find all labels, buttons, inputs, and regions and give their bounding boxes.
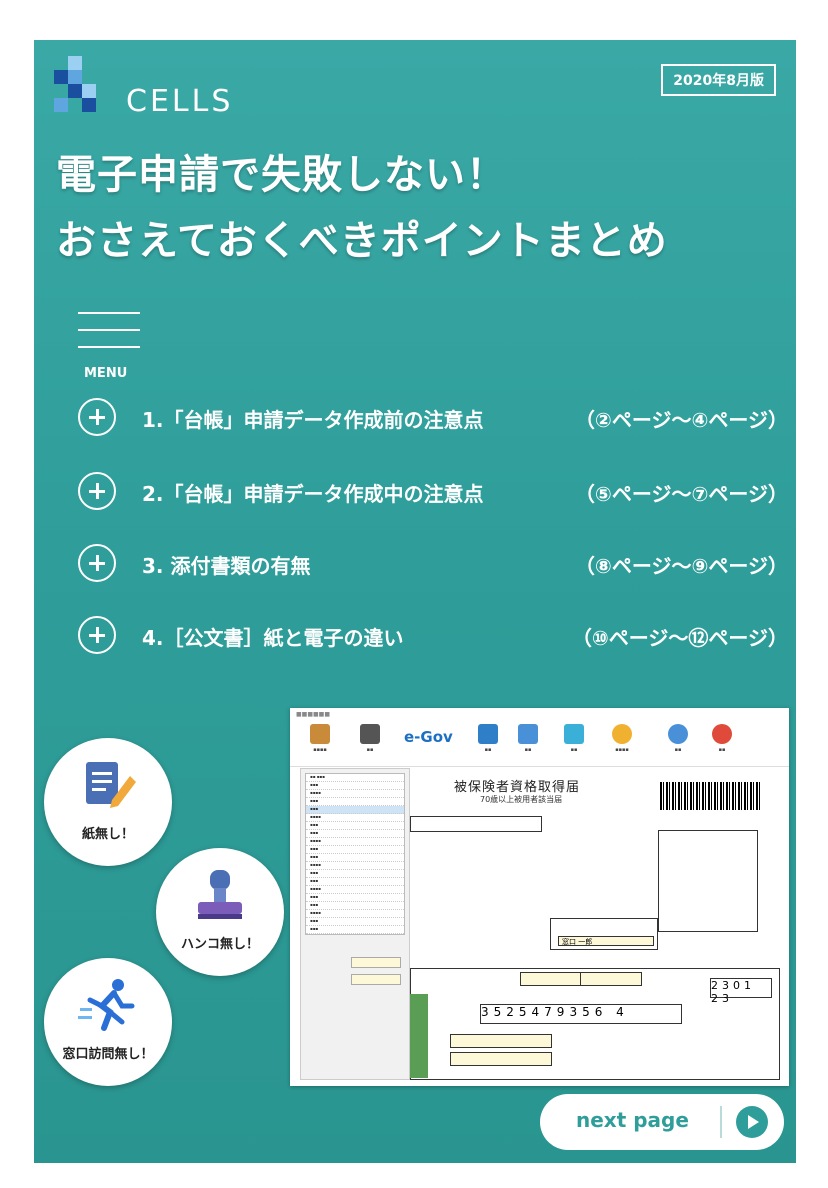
form-cell xyxy=(550,918,658,950)
cells-logo: CELLS xyxy=(48,54,248,124)
form-cell xyxy=(450,1034,552,1048)
form-cell xyxy=(410,816,542,832)
toolbar-button: ▪▪ xyxy=(554,724,594,753)
menu-item-pages: （⑤ページ～⑦ページ） xyxy=(574,482,788,506)
toolbar-button: ▪▪▪▪ xyxy=(602,724,642,753)
menu-item-label: 4.［公文書］紙と電子の違い xyxy=(142,626,404,650)
form-cell xyxy=(580,972,642,986)
menu-item-pages: （⑩ページ～⑫ページ） xyxy=(571,626,788,650)
running-person-icon xyxy=(78,979,135,1031)
menu-item-2[interactable]: 2.「台帳」申請データ作成中の注意点 （⑤ページ～⑦ページ） xyxy=(78,472,788,514)
folder-icon xyxy=(518,724,538,744)
badge-label: 紙無し！ xyxy=(81,827,134,842)
title-line-1: 電子申請で失敗しない！ xyxy=(56,152,507,198)
barcode xyxy=(660,782,760,810)
number-cells: 3525479356 4 xyxy=(480,1004,682,1024)
form-cell xyxy=(520,972,582,986)
menu-item-label: 3. 添付書類の有無 xyxy=(142,554,311,578)
form-title: 被保険者資格取得届 xyxy=(454,780,581,795)
edition-badge: 2020年8月版 xyxy=(661,64,776,96)
name-field: 窓口 一郎 xyxy=(558,936,654,946)
divider xyxy=(720,1106,722,1138)
brand-name: CELLS xyxy=(126,84,234,119)
employee-list: ▪▪ ▪▪▪▪▪▪▪▪▪▪ ▪▪▪▪▪▪▪▪▪▪ ▪▪▪▪▪▪▪▪▪▪ ▪▪▪▪… xyxy=(305,773,405,935)
plus-circle-icon xyxy=(78,398,116,436)
application-screenshot: ■■■■■■ ▪▪▪▪ ▪▪ e-Gov ▪▪ ▪▪ ▪▪ ▪▪▪▪ ▪▪ ▪▪… xyxy=(290,708,789,1086)
plus-circle-icon xyxy=(78,544,116,582)
plus-circle-icon xyxy=(78,616,116,654)
toolbar-button: ▪▪▪▪ xyxy=(300,724,340,753)
document-pencil-icon xyxy=(86,762,136,808)
menu-item-3[interactable]: 3. 添付書類の有無 （⑧ページ～⑨ページ） xyxy=(78,544,788,586)
toolbar-button: ▪▪ xyxy=(350,724,390,753)
folder-edit-icon xyxy=(478,724,498,744)
toolbar: ▪▪▪▪ ▪▪ e-Gov ▪▪ ▪▪ ▪▪ ▪▪▪▪ ▪▪ ▪▪ xyxy=(290,722,789,767)
page-title: 電子申請で失敗しない！ おさえておくべきポイントまとめ xyxy=(56,142,668,274)
menu-item-pages: （⑧ページ～⑨ページ） xyxy=(574,554,788,578)
input-field xyxy=(351,957,401,968)
trash-icon xyxy=(564,724,584,744)
form-cell xyxy=(450,1052,552,1066)
egov-logo: e-Gov xyxy=(404,728,453,746)
insurance-form: 被保険者資格取得届 70歳以上被用者該当届 窓口 一郎 3525479356 4… xyxy=(410,768,780,1083)
window-title: ■■■■■■ xyxy=(296,711,331,718)
date-cells: 2301 23 xyxy=(710,978,772,1005)
next-page-label: next page xyxy=(576,1108,689,1132)
brochure-cover: CELLS 2020年8月版 電子申請で失敗しない！ おさえておくべきポイントま… xyxy=(34,40,796,1163)
input-field xyxy=(351,974,401,985)
menu-label: MENU xyxy=(84,366,128,381)
people-icon xyxy=(310,724,330,744)
form-section-tab xyxy=(410,994,428,1078)
photo-box xyxy=(658,830,758,932)
cells-logo-mark xyxy=(54,56,96,112)
menu-icon xyxy=(78,312,140,363)
form-subtitle: 70歳以上被用者該当届 xyxy=(480,795,563,804)
menu-item-pages: （②ページ～④ページ） xyxy=(574,408,788,432)
badge-label: 窓口訪問無し！ xyxy=(62,1047,154,1062)
toolbar-button: ▪▪ xyxy=(508,724,548,753)
stamp-icon xyxy=(198,870,242,919)
title-line-2: おさえておくべきポイントまとめ xyxy=(56,218,668,264)
badge-label: ハンコ無し！ xyxy=(180,937,259,952)
printer-icon xyxy=(360,724,380,744)
menu-item-4[interactable]: 4.［公文書］紙と電子の違い （⑩ページ～⑫ページ） xyxy=(78,616,788,658)
toolbar-button: ▪▪ xyxy=(702,724,742,753)
badge-no-visit: 窓口訪問無し！ xyxy=(44,958,172,1086)
next-page-button[interactable]: next page xyxy=(540,1094,784,1150)
toolbar-button: ▪▪ xyxy=(658,724,698,753)
menu-item-label: 1.「台帳」申請データ作成前の注意点 xyxy=(142,408,484,432)
play-arrow-icon xyxy=(736,1106,768,1138)
employee-list-pane: ▪▪ ▪▪▪▪▪▪▪▪▪▪ ▪▪▪▪▪▪▪▪▪▪ ▪▪▪▪▪▪▪▪▪▪ ▪▪▪▪… xyxy=(300,768,410,1080)
plus-circle-icon xyxy=(78,472,116,510)
help-icon xyxy=(668,724,688,744)
close-icon xyxy=(712,724,732,744)
menu-item-1[interactable]: 1.「台帳」申請データ作成前の注意点 （②ページ～④ページ） xyxy=(78,398,788,440)
badge-no-stamp: ハンコ無し！ xyxy=(156,848,284,976)
toolbar-button: ▪▪ xyxy=(468,724,508,753)
menu-item-label: 2.「台帳」申請データ作成中の注意点 xyxy=(142,482,484,506)
refresh-icon xyxy=(612,724,632,744)
badge-no-paper: 紙無し！ xyxy=(44,738,172,866)
